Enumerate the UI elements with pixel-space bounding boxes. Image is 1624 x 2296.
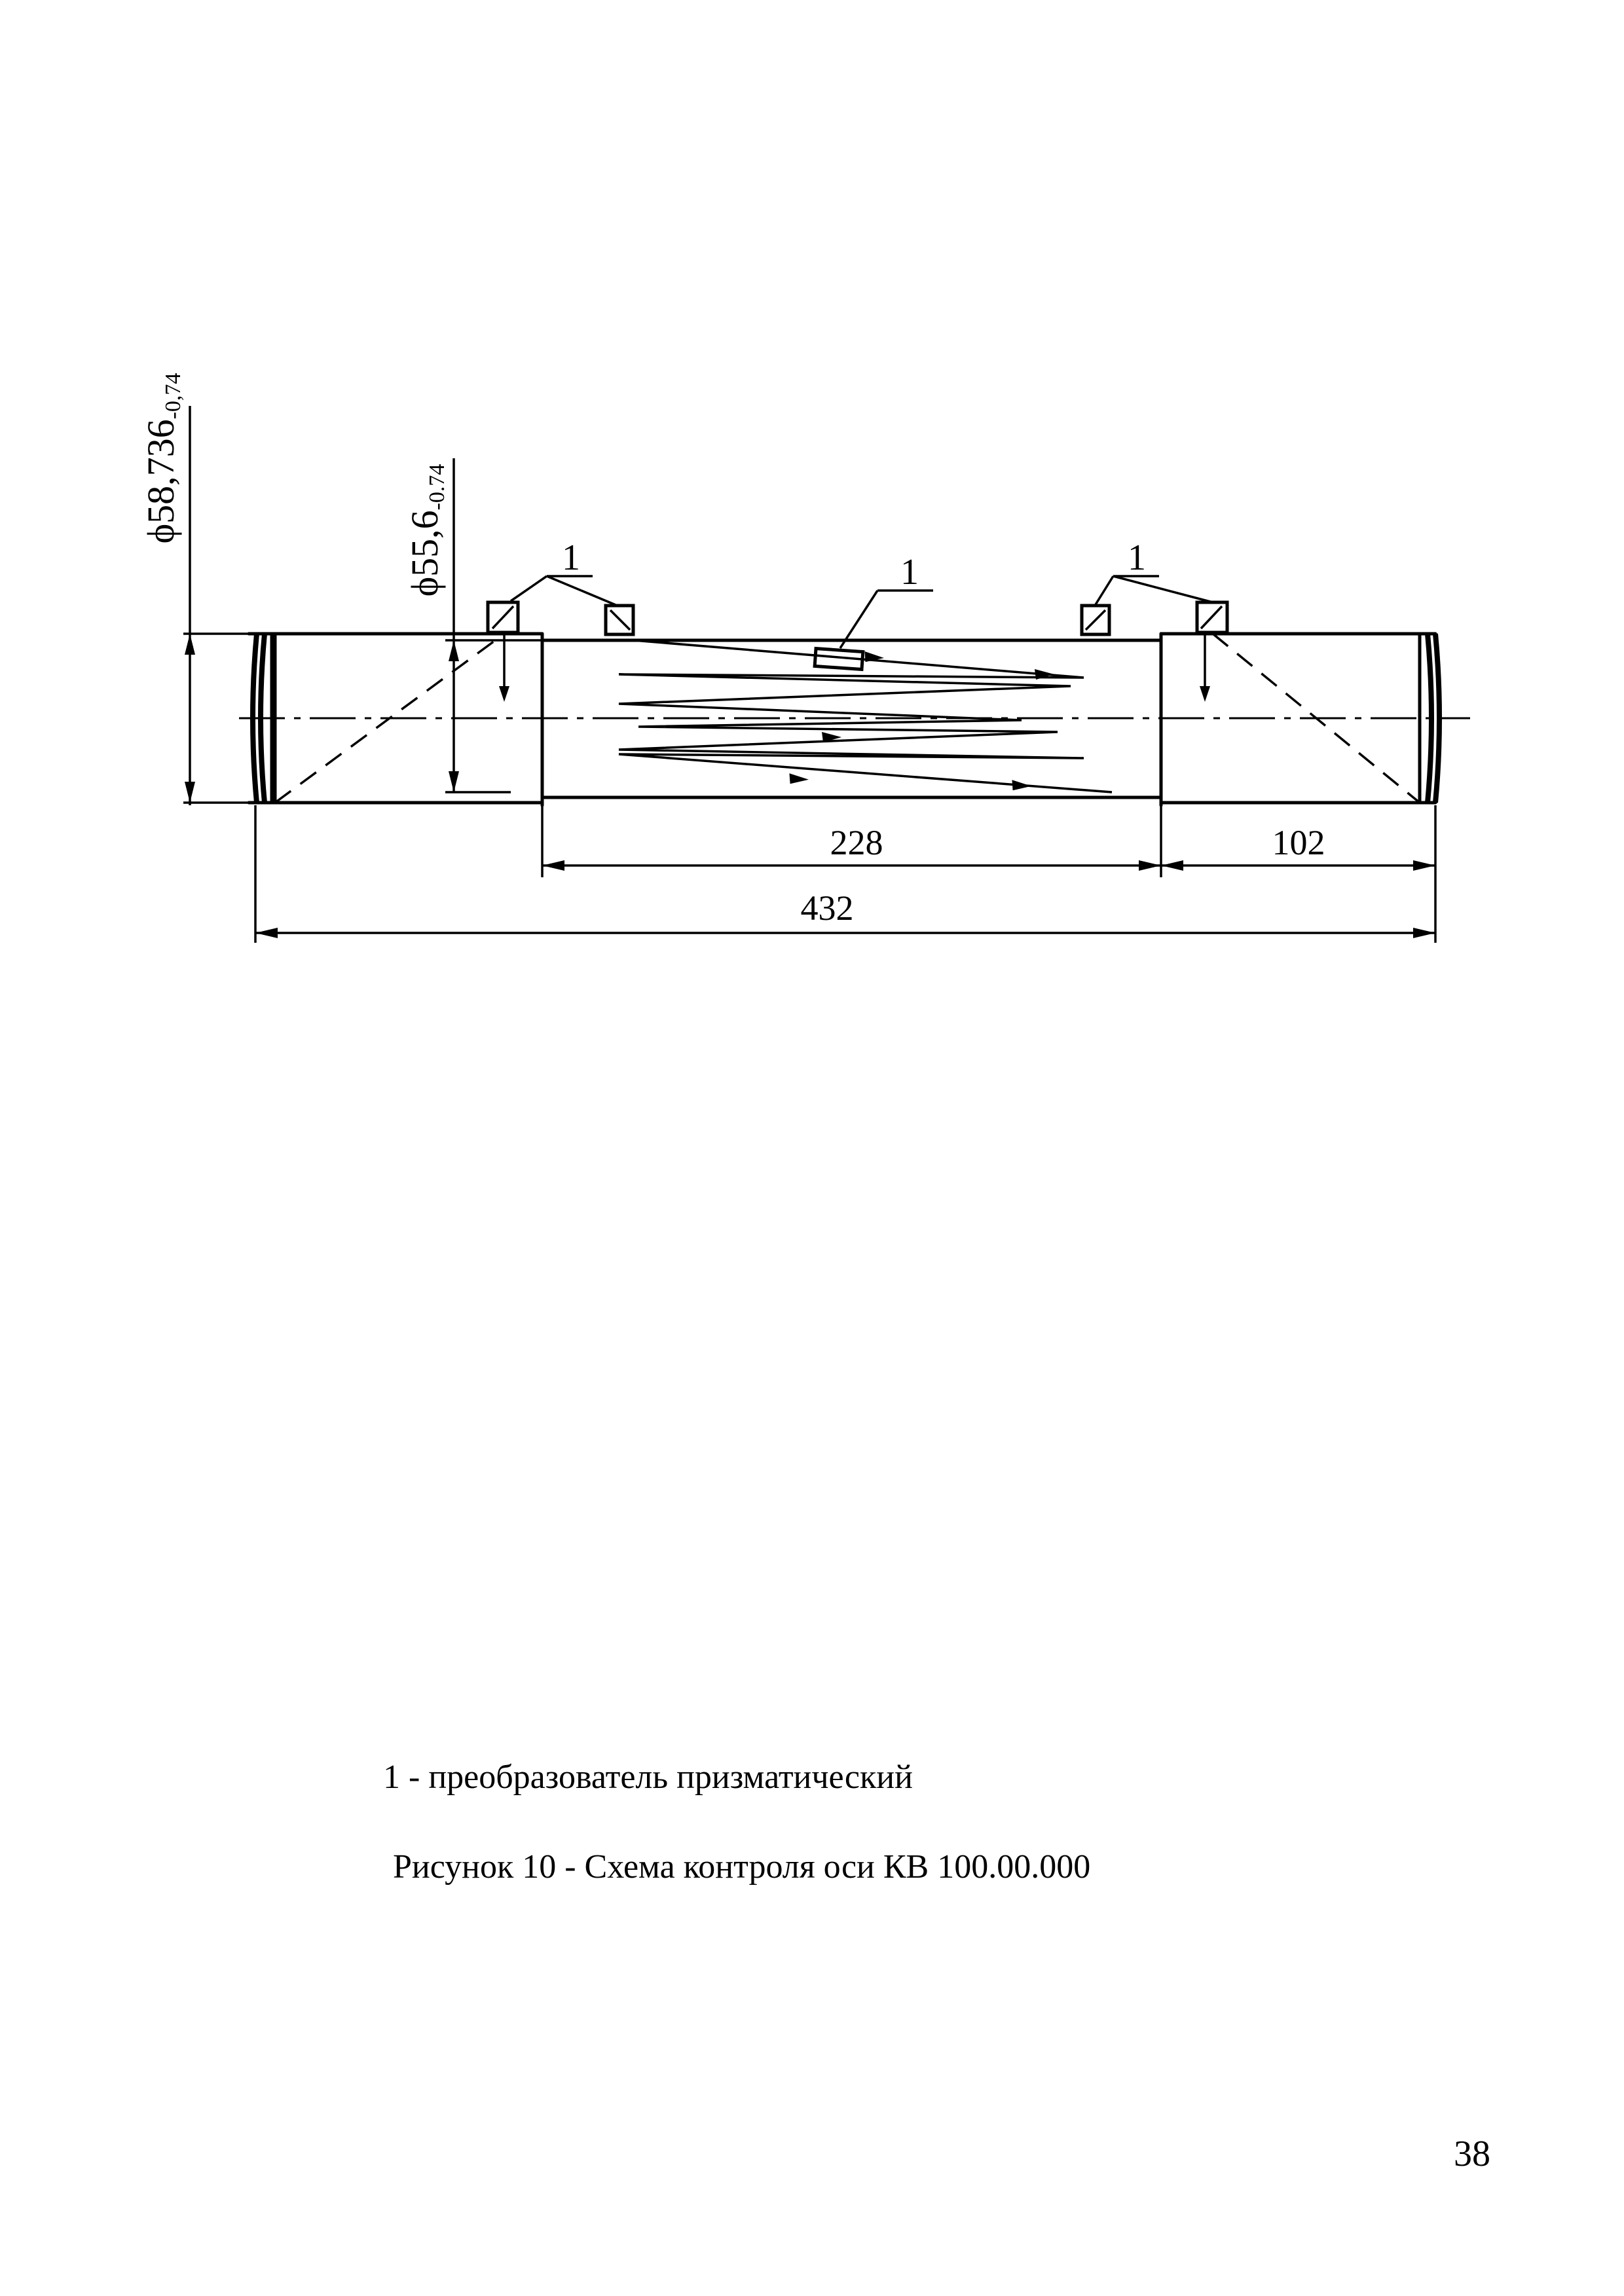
outer-diameter-tolerance: -0,74 <box>161 373 185 420</box>
inner-diameter-tolerance: -0.74 <box>425 464 449 511</box>
transducer-left-inner <box>604 604 635 636</box>
transducer-left-outer <box>486 600 520 702</box>
dim-102 <box>1161 860 1435 871</box>
transducer-right-outer <box>1195 600 1229 702</box>
scan-path <box>618 639 1113 793</box>
callout-middle-label: 1 <box>900 552 919 592</box>
dim-outer-diameter <box>183 406 249 805</box>
page-number: 38 <box>1454 2134 1490 2174</box>
figure-caption: Рисунок 10 - Схема контроля оси КВ 100.0… <box>393 1848 1091 1886</box>
outer-diameter-label: ϕ58,736-0,74 <box>139 373 185 544</box>
dim-228-label: 228 <box>830 823 883 862</box>
inner-diameter-value: ϕ55,6 <box>403 510 446 596</box>
dim-102-label: 102 <box>1272 823 1325 862</box>
callout-right-label: 1 <box>1128 538 1146 578</box>
outer-diameter-value: ϕ58,736 <box>139 419 182 543</box>
right-journal <box>1159 632 1442 805</box>
sound-paths <box>274 632 1421 804</box>
inner-diameter-label: ϕ55,6-0.74 <box>403 464 449 597</box>
dim-inner-diameter <box>445 458 542 793</box>
transducer-scanning <box>813 646 865 672</box>
callout-leaders <box>510 575 1213 649</box>
legend-text: 1 - преобразователь призматический <box>383 1758 913 1796</box>
dim-432-label: 432 <box>801 888 854 928</box>
transducer-right-inner <box>1080 604 1111 636</box>
dim-432 <box>254 805 1437 943</box>
callout-left-label: 1 <box>562 538 580 578</box>
